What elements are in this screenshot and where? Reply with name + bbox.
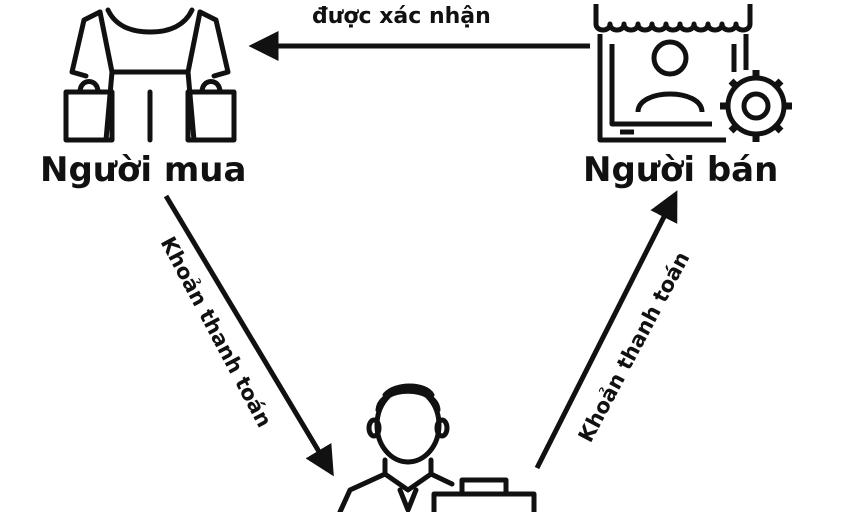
storefront-seller-icon bbox=[593, 4, 792, 143]
businessman-with-briefcase-icon bbox=[337, 383, 537, 516]
shopper-with-bags-icon bbox=[63, 7, 237, 143]
arrow-intermediary-to-seller bbox=[534, 190, 678, 470]
arrow-buyer-to-intermediary bbox=[163, 194, 334, 477]
seller-label: Người bán bbox=[583, 150, 779, 190]
confirmation-edge-label: được xác nhận bbox=[312, 4, 491, 29]
buyer-label: Người mua bbox=[40, 150, 247, 190]
